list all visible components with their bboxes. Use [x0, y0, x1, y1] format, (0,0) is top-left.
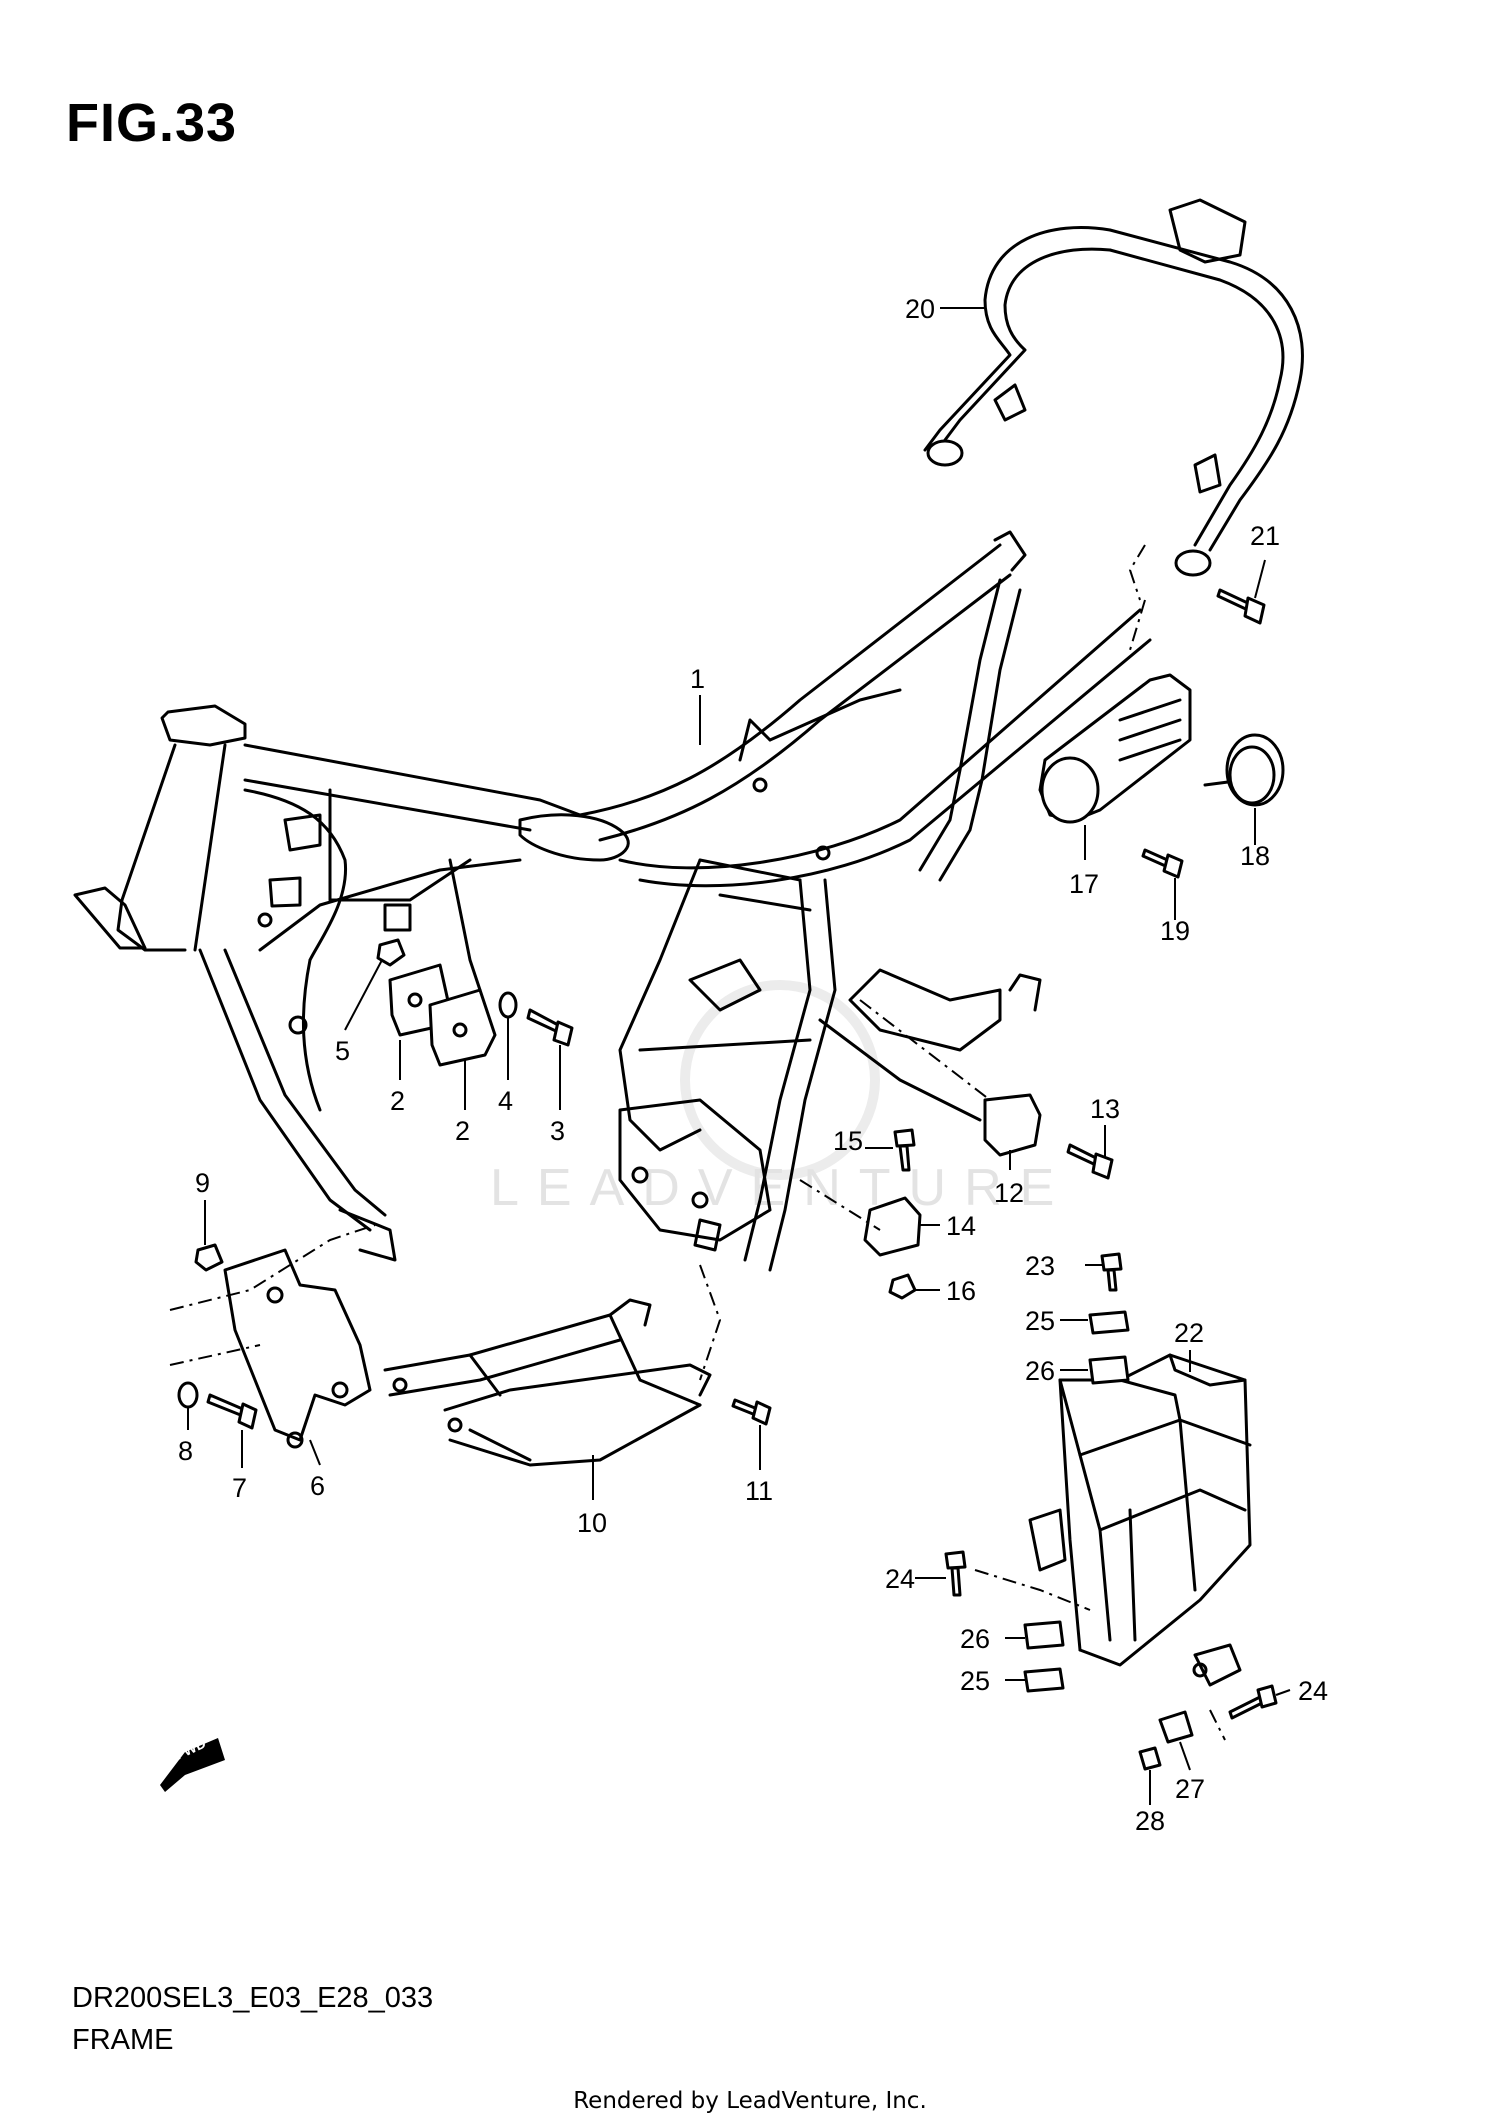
callout-8: 8 [178, 1436, 193, 1466]
callout-9: 9 [195, 1168, 210, 1198]
washer-4 [498, 991, 518, 1019]
bolt-3 [526, 1008, 574, 1047]
leader-lines [187, 307, 1291, 1805]
bolt-24-upper [944, 1550, 967, 1597]
nut-5 [376, 938, 406, 967]
callout-26: 26 [960, 1624, 990, 1654]
callout-17: 17 [1069, 869, 1099, 899]
callout-15: 15 [833, 1126, 863, 1156]
callout-numbers: 1 2 2 3 4 5 6 7 8 9 10 11 12 13 14 15 16… [178, 294, 1328, 1836]
callout-2: 2 [455, 1116, 470, 1146]
collar-28 [1138, 1746, 1162, 1771]
rear-carrier [923, 198, 1304, 577]
callout-10: 10 [577, 1508, 607, 1538]
callout-25: 25 [1025, 1306, 1055, 1336]
cushion-26-lower [1023, 1620, 1065, 1650]
callout-5: 5 [335, 1036, 350, 1066]
front-engine-bracket [223, 1248, 372, 1449]
callout-2: 2 [390, 1086, 405, 1116]
bolt-21 [1216, 588, 1266, 625]
callout-3: 3 [550, 1116, 565, 1146]
callout-26: 26 [1025, 1356, 1055, 1386]
assembly-lines [169, 544, 1226, 1741]
cushion-27 [1158, 1710, 1194, 1744]
callout-24: 24 [1298, 1676, 1328, 1706]
cushion-25-upper [1088, 1310, 1130, 1335]
toolbox-17 [1038, 673, 1192, 824]
watermark-text: LEADVENTURE [490, 1159, 1072, 1217]
bolt-11 [731, 1398, 772, 1426]
cushion-14 [863, 1196, 922, 1257]
callout-28: 28 [1135, 1806, 1165, 1836]
lower-frame-cradle [383, 1298, 712, 1467]
engine-mount-plates [388, 963, 497, 1067]
bolt-23 [1100, 1252, 1123, 1292]
figure-title: FIG.33 [66, 93, 238, 153]
footer-credit: Rendered by LeadVenture, Inc. [573, 2088, 927, 2114]
main-frame [73, 530, 1152, 1272]
callout-21: 21 [1250, 521, 1280, 551]
cushion-26-upper [1088, 1355, 1130, 1385]
diagram-code: DR200SEL3_E03_E28_033 [72, 1982, 434, 2014]
callout-22: 22 [1174, 1318, 1204, 1348]
nut-9 [194, 1243, 224, 1272]
callout-13: 13 [1090, 1094, 1120, 1124]
bolt-24-lower [1228, 1684, 1278, 1720]
washer-8 [177, 1381, 199, 1409]
callout-18: 18 [1240, 841, 1270, 871]
bolt-19 [1141, 848, 1184, 879]
callout-11: 11 [745, 1476, 773, 1506]
callout-12: 12 [994, 1178, 1024, 1208]
band-18 [1203, 733, 1285, 807]
bolt-15 [893, 1128, 916, 1172]
callout-24: 24 [885, 1564, 915, 1594]
cushion-25-lower [1023, 1667, 1065, 1693]
watermark: LEADVENTURE [490, 980, 1072, 1217]
callout-20: 20 [905, 294, 935, 324]
callout-16: 16 [946, 1276, 976, 1306]
callout-27: 27 [1175, 1774, 1205, 1804]
nut-16 [888, 1273, 917, 1300]
bolt-7 [206, 1393, 258, 1430]
bolt-13 [1066, 1143, 1114, 1180]
callout-23: 23 [1025, 1251, 1055, 1281]
callout-7: 7 [232, 1473, 247, 1503]
callout-25: 25 [960, 1666, 990, 1696]
callout-19: 19 [1160, 916, 1190, 946]
diagram-name: FRAME [72, 2024, 174, 2056]
callout-4: 4 [498, 1086, 513, 1116]
fwd-arrow-icon: FWD [160, 1735, 225, 1792]
callout-6: 6 [310, 1471, 325, 1501]
cushion-12 [983, 1093, 1042, 1157]
callout-1: 1 [690, 664, 705, 694]
callout-14: 14 [946, 1211, 976, 1241]
